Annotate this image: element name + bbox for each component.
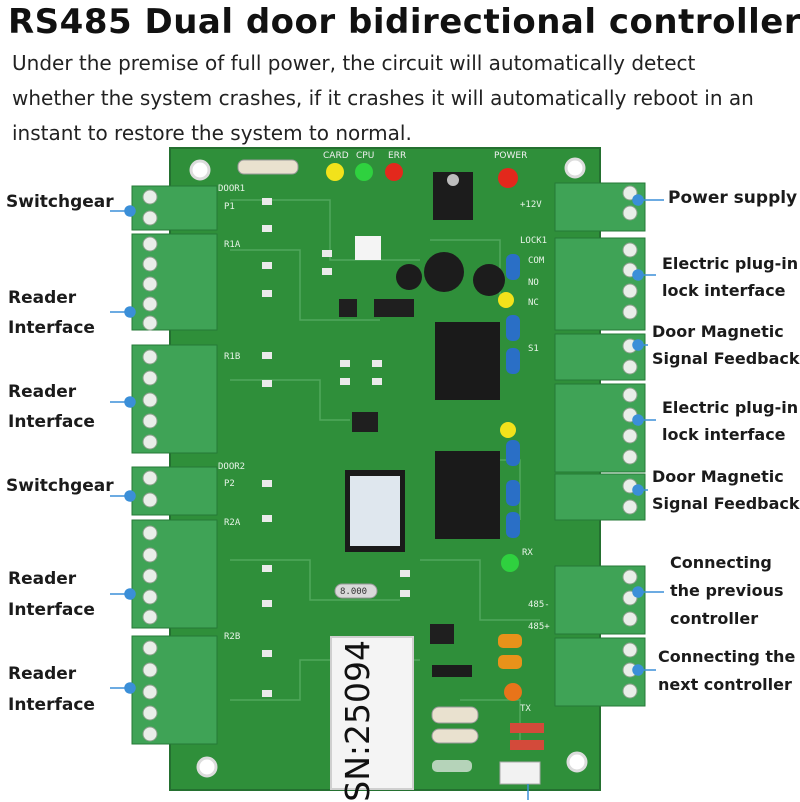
silk-lock1: LOCK1 [520, 236, 548, 246]
label-doormag2-b: Signal Feedback [652, 494, 800, 513]
silk-com: COM [528, 256, 545, 266]
chip-small [374, 299, 414, 317]
silk-nc: NC [528, 298, 539, 308]
led-err-label: ERR [388, 151, 407, 161]
crystal-label: 8.000 [340, 587, 368, 597]
label-prev-c: controller [670, 609, 759, 628]
silk-12v: +12V [520, 200, 542, 210]
silk-r1a: R1A [224, 240, 241, 250]
connector-white [499, 761, 541, 785]
silk-no: NO [528, 278, 539, 288]
silk-p1: P1 [224, 202, 235, 212]
relay-2 [435, 451, 500, 539]
silk-rx: RX [522, 548, 533, 558]
label-lock2-b: lock interface [662, 425, 786, 444]
label-doormag1-a: Door Magnetic [652, 322, 784, 341]
silk-485-minus: 485- [528, 600, 550, 610]
label-next-b: next controller [658, 675, 792, 694]
serial-number-sticker: SN:25094 [330, 636, 414, 802]
label-power-supply: Power supply [668, 188, 798, 208]
cap-3 [473, 264, 505, 296]
label-reader-1a: Reader [8, 288, 77, 308]
silk-s1: S1 [528, 344, 539, 354]
led-power-label: POWER [494, 151, 528, 161]
label-lock1-a: Electric plug-in [662, 254, 799, 273]
label-lock2-a: Electric plug-in [662, 398, 799, 417]
led-card [326, 163, 344, 181]
silk-p2: P2 [224, 479, 235, 489]
label-doormag1-b: Signal Feedback [652, 349, 800, 368]
resistor-top [237, 159, 299, 175]
right-leaders [527, 194, 664, 800]
description-line-2: whether the system crashes, if it crashe… [12, 86, 754, 110]
label-switchgear-2: Switchgear [6, 476, 114, 496]
right-terminals [554, 182, 646, 707]
led-cpu [355, 163, 373, 181]
label-sticker [355, 236, 381, 260]
label-reader-2b: Interface [8, 412, 95, 432]
label-reader-4b: Interface [8, 695, 95, 715]
silk-r1b: R1B [224, 352, 241, 362]
serial-number: SN:25094 [338, 640, 377, 802]
page-title: RS485 Dual door bidirectional controller [8, 2, 800, 42]
silk-485-plus: 485+ [528, 622, 550, 632]
label-reader-1b: Interface [8, 318, 95, 338]
label-reader-3a: Reader [8, 569, 77, 589]
left-leaders [110, 205, 136, 694]
led-err [385, 163, 403, 181]
silk-r2b: R2B [224, 632, 241, 642]
label-prev-a: Connecting [670, 553, 772, 572]
led-card-label: CARD [323, 151, 349, 161]
description-line-1: Under the premise of full power, the cir… [12, 51, 696, 75]
label-switchgear-1: Switchgear [6, 192, 114, 212]
relay-1 [435, 322, 500, 400]
led-power [498, 168, 518, 188]
cap-1 [396, 264, 422, 290]
silk-r2a: R2A [224, 518, 241, 528]
left-terminals [131, 185, 218, 745]
label-reader-4a: Reader [8, 664, 77, 684]
crystal [334, 583, 378, 599]
silk-door2: DOOR2 [218, 462, 246, 472]
silk-door1: DOOR1 [218, 184, 246, 194]
label-next-a: Connecting the [658, 647, 796, 666]
label-lock1-b: lock interface [662, 281, 786, 300]
silk-tx: TX [520, 704, 531, 714]
description-line-3: instant to restore the system to normal. [12, 121, 412, 145]
cap-2 [424, 252, 464, 292]
label-reader-3b: Interface [8, 600, 95, 620]
label-reader-2a: Reader [8, 382, 77, 402]
label-prev-b: the previous [670, 581, 784, 600]
led-cpu-label: CPU [356, 151, 375, 161]
description: Under the premise of full power, the cir… [12, 46, 792, 151]
label-doormag2-a: Door Magnetic [652, 467, 784, 486]
